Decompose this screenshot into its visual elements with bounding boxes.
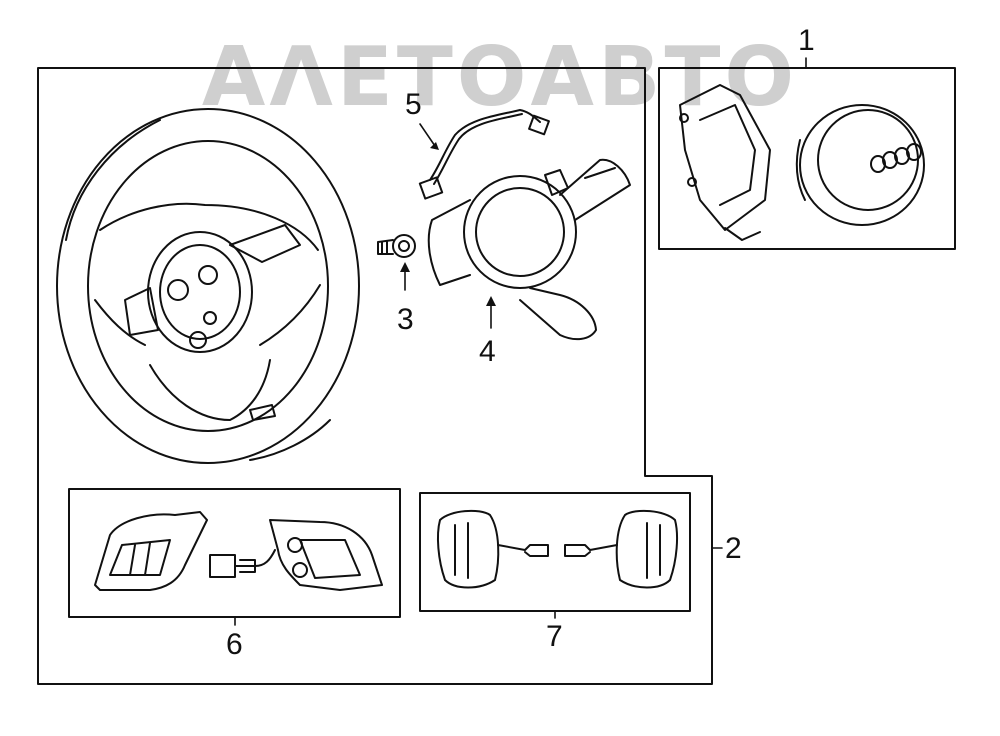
callout-2: 2 xyxy=(725,532,742,565)
leader-arrowheads xyxy=(400,142,496,306)
wire-harness-icon xyxy=(418,109,550,200)
callout-7: 7 xyxy=(546,620,563,653)
callout-4: 4 xyxy=(479,335,496,368)
callout-1: 1 xyxy=(798,24,815,57)
paddle-shifter-icon xyxy=(436,509,679,589)
watermark-logo: ΑΛΕΤΟΑΒΤΟ xyxy=(201,30,799,125)
switch-set-icon xyxy=(94,511,383,591)
airbag-icon xyxy=(795,104,925,226)
airbag-group-box xyxy=(658,67,956,250)
bolt-icon xyxy=(377,234,416,258)
callout-5: 5 xyxy=(405,88,422,121)
callout-3: 3 xyxy=(397,303,414,336)
steering-wheel-icon xyxy=(56,108,360,464)
callout-6: 6 xyxy=(226,628,243,661)
main-group-outline xyxy=(37,67,713,685)
airbag-bracket-icon xyxy=(679,84,771,241)
trim-cover-icon xyxy=(427,158,631,341)
